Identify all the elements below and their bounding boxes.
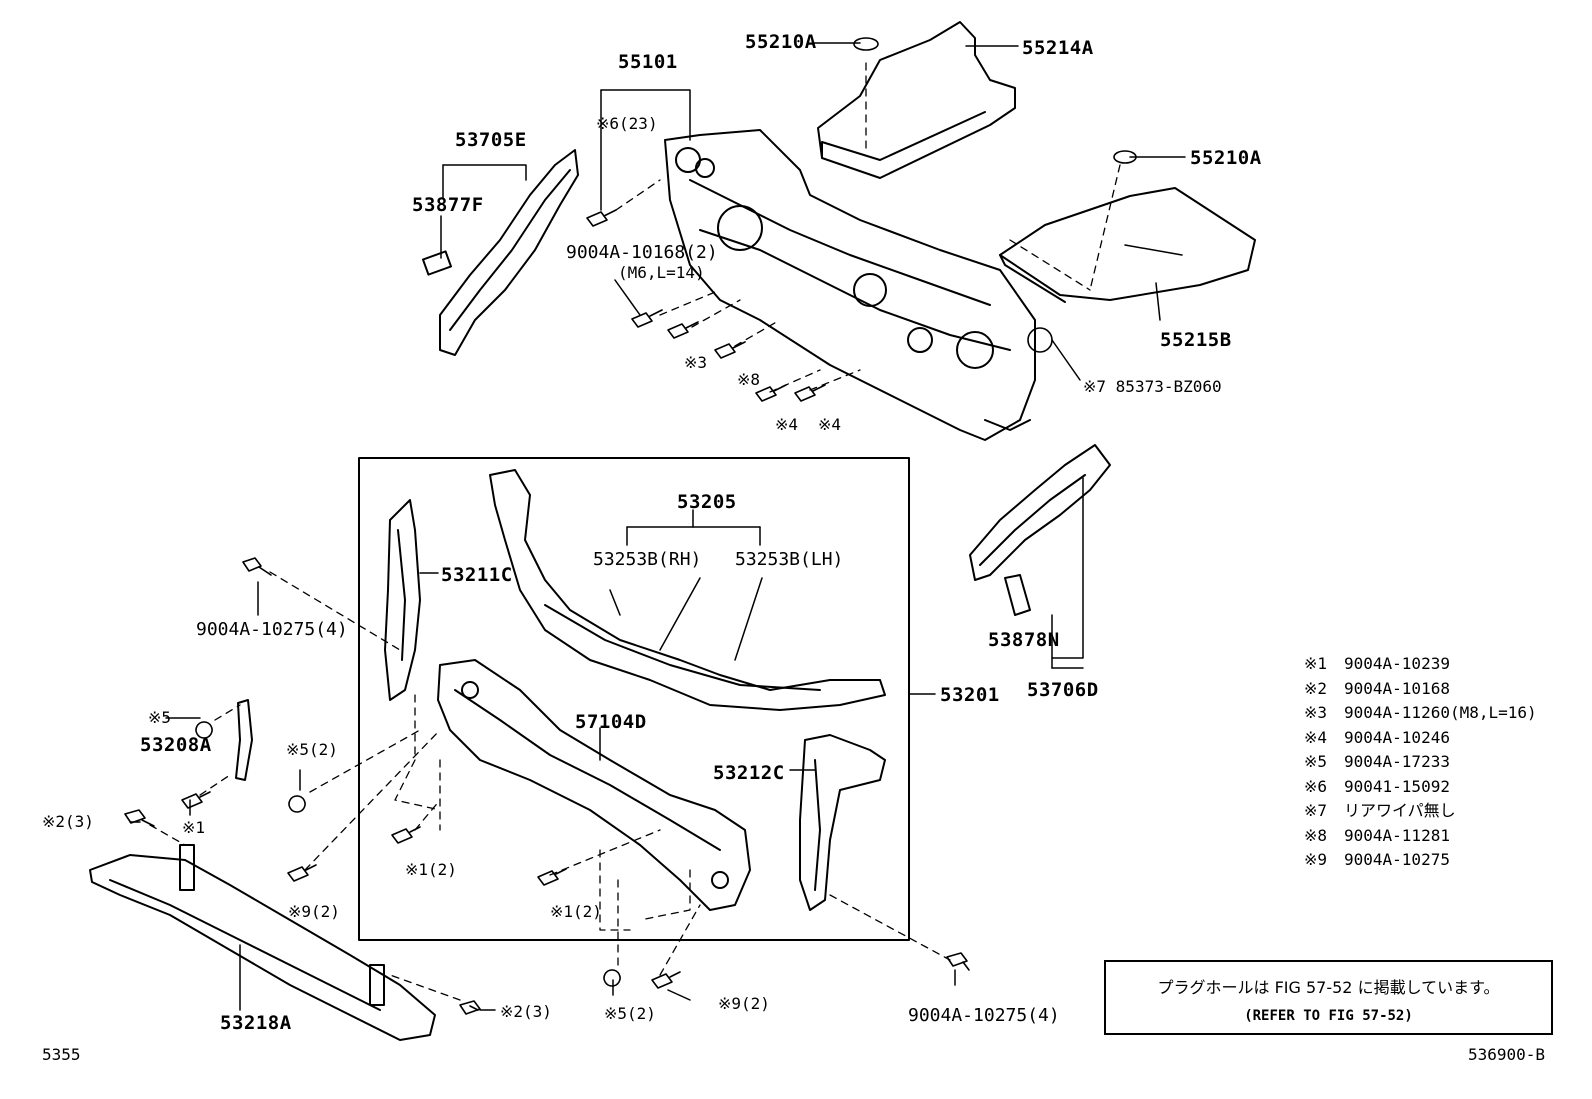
legend-value: 90041-15092 — [1344, 776, 1450, 796]
label-grommet-7: ※7 85373-BZ060 — [1083, 377, 1222, 396]
reference-note-box: プラグホールは FIG 57-52 に掲載しています。 (REFER TO FI… — [1104, 960, 1553, 1035]
radiator-support-group-box — [358, 457, 910, 941]
label-53212C: 53212C — [713, 762, 785, 784]
label-bolt-1-single: ※1 — [182, 818, 206, 837]
label-bolt-2-qty-a: ※2(3) — [42, 812, 94, 831]
legend-value: リアワイパ無し — [1344, 801, 1456, 820]
label-55210A-right: 55210A — [1190, 147, 1262, 169]
label-bolt-3: ※3 — [684, 353, 708, 372]
legend-row: ※9 9004A-10275 — [1304, 848, 1537, 873]
label-55210A-top: 55210A — [745, 31, 817, 53]
label-nut-5-qty-b: ※5(2) — [604, 1004, 656, 1023]
figure-code-right: 536900-B — [1468, 1045, 1546, 1064]
label-53205: 53205 — [677, 491, 737, 513]
label-53218A: 53218A — [220, 1012, 292, 1034]
label-bolt-1-qty-b: ※1(2) — [550, 902, 602, 921]
legend-row: ※7 リアワイパ無し — [1304, 799, 1537, 824]
label-bolt-8: ※8 — [737, 370, 761, 389]
note-japanese: プラグホールは FIG 57-52 に掲載しています。 — [1157, 978, 1500, 997]
label-53208A: 53208A — [140, 734, 212, 756]
side-support-53211C — [384, 499, 421, 701]
legend-key: ※5 — [1304, 752, 1328, 771]
bracket-53208A — [235, 699, 253, 781]
legend-row: ※5 9004A-17233 — [1304, 750, 1537, 775]
fasteners — [124, 37, 1137, 1015]
legend-value: 9004A-11260(M8,L=16) — [1344, 703, 1537, 722]
legend-value: 9004A-10275 — [1344, 850, 1450, 869]
label-9004A-10275-right: 9004A-10275(4) — [908, 1005, 1060, 1026]
legend-row: ※6 90041-15092 — [1304, 775, 1537, 800]
label-bolt-2-qty-b: ※2(3) — [500, 1002, 552, 1021]
legend-value: 9004A-10168 — [1344, 678, 1450, 698]
legend-key: ※6 — [1304, 776, 1328, 796]
insulator-pad-55215B — [999, 187, 1256, 303]
label-55101: 55101 — [618, 51, 678, 73]
label-bolt-6-qty: ※6(23) — [596, 114, 658, 133]
legend-row: ※3 9004A-11260(M8,L=16) — [1304, 701, 1537, 726]
label-nut-5-qty-a: ※5(2) — [286, 740, 338, 759]
label-55214A: 55214A — [1022, 37, 1094, 59]
legend-value: 9004A-10239 — [1344, 654, 1450, 673]
label-9004A-10275-left: 9004A-10275(4) — [196, 619, 348, 640]
leader-lines — [165, 42, 1186, 1011]
legend-row: ※2 9004A-10168 — [1304, 677, 1537, 702]
apron-53705E — [421, 149, 579, 356]
label-53211C: 53211C — [441, 564, 513, 586]
legend-key: ※4 — [1304, 727, 1328, 747]
legend-value: 9004A-10246 — [1344, 727, 1450, 747]
legend-key: ※9 — [1304, 850, 1328, 869]
legend-row: ※1 9004A-10239 — [1304, 652, 1537, 677]
label-55215B: 55215B — [1160, 329, 1232, 351]
fastener-legend: ※1 9004A-10239 ※2 9004A-10168 ※3 9004A-1126… — [1304, 652, 1537, 873]
label-53253B-rh: 53253B(RH) — [593, 549, 702, 570]
legend-row: ※4 9004A-10246 — [1304, 726, 1537, 751]
note-english: (REFER TO FIG 57-52) — [1244, 1008, 1413, 1024]
legend-value: 9004A-11281 — [1344, 825, 1450, 845]
legend-row: ※8 9004A-11281 — [1304, 824, 1537, 849]
apron-53706D — [969, 444, 1111, 616]
figure-code-left: 5355 — [42, 1045, 81, 1064]
dash-panel-55101 — [664, 129, 1036, 441]
insulator-pad-55214A — [817, 21, 1016, 179]
label-53706D: 53706D — [1027, 679, 1099, 701]
legend-key: ※2 — [1304, 678, 1328, 698]
label-bolt-4b: ※4 — [818, 415, 842, 434]
label-m6-spec: (M6,L=14) — [618, 263, 705, 282]
legend-key: ※7 — [1304, 801, 1328, 820]
label-53201: 53201 — [940, 684, 1000, 706]
crossmember-53218A — [89, 844, 436, 1041]
legend-value: 9004A-17233 — [1344, 752, 1450, 771]
label-9004A-10168: 9004A-10168(2) — [566, 242, 718, 263]
label-nut-5-single: ※5 — [148, 708, 172, 727]
label-53253B-lh: 53253B(LH) — [735, 549, 844, 570]
label-bolt-9-qty-b: ※9(2) — [718, 994, 770, 1013]
label-53705E: 53705E — [455, 129, 527, 151]
label-57104D: 57104D — [575, 711, 647, 733]
side-support-53212C — [799, 734, 886, 911]
lower-support-57104D — [437, 659, 751, 911]
label-53878N: 53878N — [988, 629, 1060, 651]
label-bolt-4a: ※4 — [775, 415, 799, 434]
legend-key: ※8 — [1304, 825, 1328, 845]
legend-key: ※3 — [1304, 703, 1328, 722]
label-53877F: 53877F — [412, 194, 484, 216]
label-bolt-1-qty-a: ※1(2) — [405, 860, 457, 879]
upper-support-53205 — [489, 469, 886, 711]
legend-key: ※1 — [1304, 654, 1328, 673]
label-bolt-9-qty-a: ※9(2) — [288, 902, 340, 921]
dashed-lines — [149, 62, 1121, 1001]
